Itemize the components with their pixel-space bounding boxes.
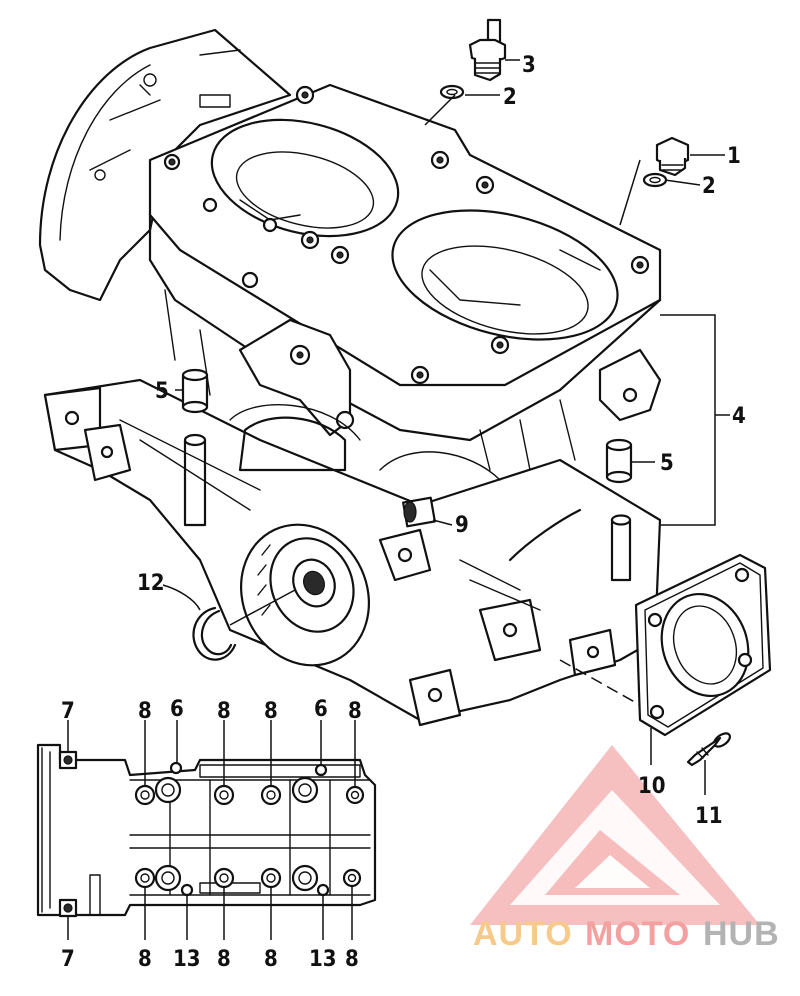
drain-plug-1 [655,136,690,177]
callout-8-top-4: 8 [348,699,362,724]
lower-crankcase [43,378,662,727]
callout-6-top-1: 6 [170,697,184,722]
leader-lines [67,59,730,940]
callout-2b: 2 [702,174,716,199]
circlip-12 [192,606,237,661]
callout-13-bottom-1: 13 [173,947,201,972]
crankcase-bottom-view [36,743,377,918]
callout-7-top: 7 [61,699,75,724]
logo-text-auto: AUTO [473,915,573,953]
knock-pin-9 [402,496,436,528]
callout-12: 12 [137,571,165,596]
callout-8-bottom-3: 8 [264,947,278,972]
callout-8-bottom-1: 8 [138,947,152,972]
screw-11 [686,732,732,767]
callout-10: 10 [638,774,666,799]
callout-9: 9 [455,513,469,538]
dowel-pin-5a [181,368,209,414]
callout-5a: 5 [155,379,169,404]
gasket-washer-2a [439,84,465,100]
callout-8-top-3: 8 [264,699,278,724]
callout-4: 4 [732,404,746,429]
side-cover-plate-10 [634,553,772,737]
callout-8-bottom-2: 8 [217,947,231,972]
callout-7-bottom: 7 [61,947,75,972]
callout-11: 11 [695,804,723,829]
callout-13-bottom-2: 13 [309,947,337,972]
breather-nipple-3 [468,18,507,82]
logo-text-moto: MOTO [585,915,690,953]
callout-numbers: 1 2 3 2 4 5 5 9 12 10 11 7 8 6 8 8 6 8 7… [61,53,746,972]
gasket-washer-2b [642,172,668,188]
dowel-pin-5b [605,438,633,484]
upper-crankcase [38,28,662,471]
automotohub-logo: AUTO MOTO HUB [470,745,780,953]
dashed-guide-10 [559,659,641,706]
lower-flange-ears [43,386,617,727]
callout-2a: 2 [503,85,517,110]
callout-5b: 5 [660,451,674,476]
callout-8-top-1: 8 [138,699,152,724]
callout-1: 1 [727,144,741,169]
bottom-bolt-bosses [134,761,365,897]
callout-6-top-2: 6 [314,697,328,722]
callout-8-top-2: 8 [217,699,231,724]
callout-3: 3 [522,53,536,78]
deck-bolt-holes [163,85,650,385]
callout-8-bottom-4: 8 [345,947,359,972]
crank-seal-housing [239,523,371,667]
logo-text-hub: HUB [703,915,780,953]
